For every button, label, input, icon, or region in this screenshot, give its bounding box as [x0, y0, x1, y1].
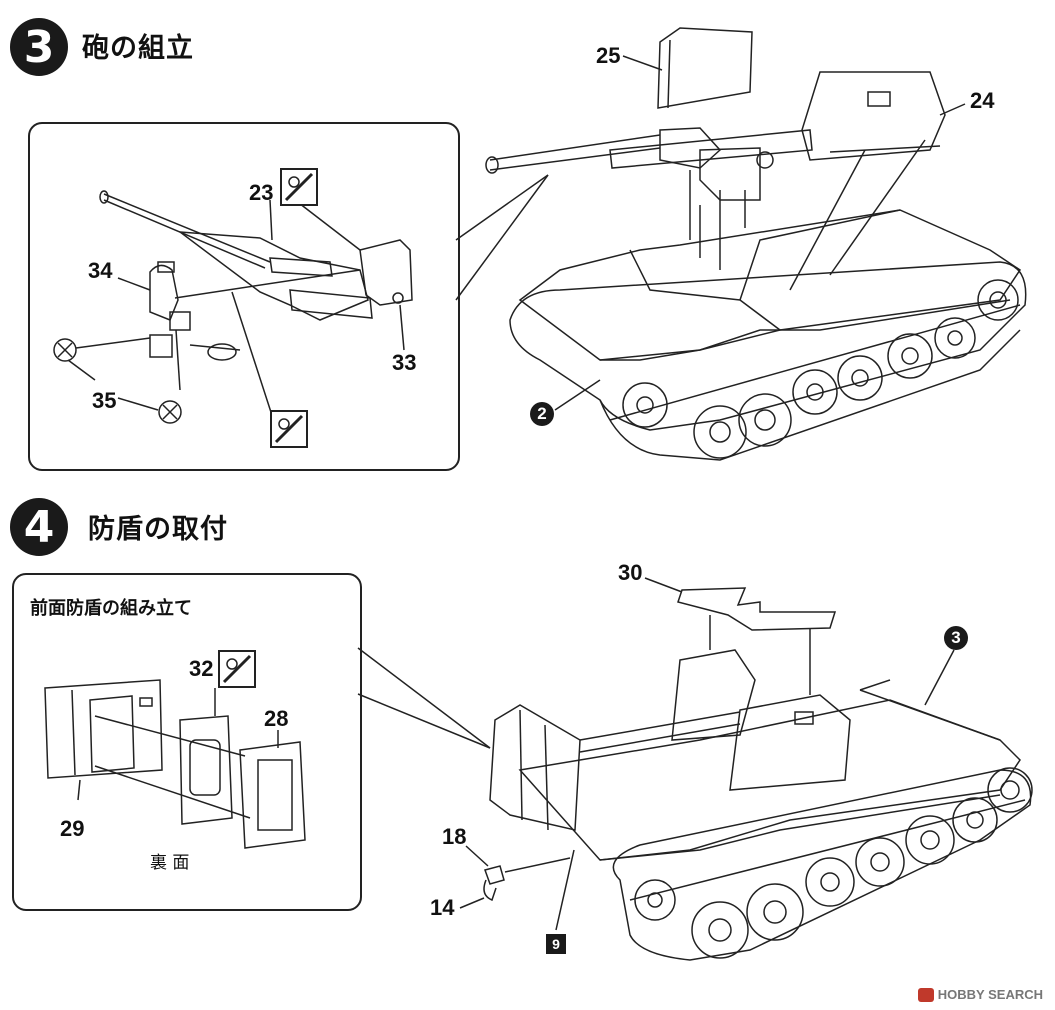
shield-part-28: [239, 741, 306, 849]
ref-step-2-icon: 2: [530, 402, 554, 426]
cut-and-sand-icon: [280, 168, 318, 206]
shield-part-29: [44, 679, 163, 779]
step-3-number: 3: [23, 21, 55, 73]
part-label-24: 24: [970, 88, 995, 113]
gun-sight-part: [149, 261, 241, 391]
step-4-number: 4: [23, 501, 55, 553]
watermark-text: HOBBY SEARCH: [937, 987, 1043, 1002]
ref-sub-9-number: 9: [552, 936, 560, 952]
part-label-28: 28: [264, 706, 289, 731]
part-label-23: 23: [249, 180, 274, 205]
step-3-tank-hull: [485, 27, 1027, 461]
step-3-badge: 3: [10, 18, 68, 76]
step-4-shield-inset: [12, 573, 362, 911]
inset-title: 前面防盾の組み立て: [30, 598, 192, 619]
back-side-label: 裏 面: [150, 853, 190, 873]
gun-barrel-part: [99, 190, 413, 321]
part-label-30: 30: [618, 560, 643, 585]
step-3-title: 砲の組立: [82, 33, 194, 64]
cut-and-sand-icon: [218, 650, 256, 688]
part-label-32: 32: [189, 656, 214, 681]
ref-step-2-number: 2: [537, 404, 547, 423]
watermark: HOBBY SEARCH: [917, 987, 1043, 1002]
part-label-29: 29: [60, 816, 85, 841]
part-label-25: 25: [596, 43, 621, 68]
hobby-search-logo-icon: [917, 987, 934, 1002]
part-label-34: 34: [88, 258, 113, 283]
ref-step-3-number: 3: [951, 628, 961, 647]
shield-part-32: [179, 715, 233, 825]
part-label-18: 18: [442, 824, 467, 849]
handwheel-parts: [53, 337, 182, 424]
cut-and-sand-icon: [270, 410, 308, 448]
part-label-33: 33: [392, 350, 417, 375]
ref-sub-9-icon: 9: [546, 934, 566, 954]
step-4-title: 防盾の取付: [88, 514, 228, 545]
step-4-badge: 4: [10, 498, 68, 556]
part-label-35: 35: [92, 388, 117, 413]
step-4-tank-hull: [483, 587, 1033, 961]
ref-step-3-icon: 3: [944, 626, 968, 650]
part-label-14: 14: [430, 895, 455, 920]
